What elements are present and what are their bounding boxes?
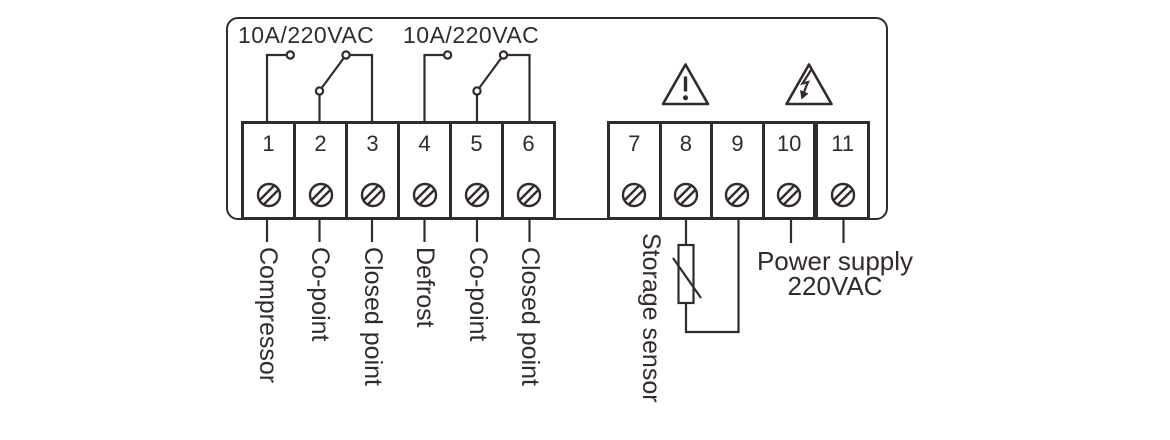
relay-rating-label: 10A/220VAC [238,22,375,48]
terminal-number: 6 [522,131,535,156]
terminal-label-co-point: Co-point [463,247,492,342]
terminal-cell-10: 10 [761,124,814,217]
screw-terminal-icon [412,182,437,208]
screw-terminal-icon [256,182,281,208]
terminal-cell-2: 2 [293,124,345,217]
relay-contact-icon [423,50,531,122]
controller-outline [226,17,888,220]
terminal-block-7-11: 7 8 9 10 11 [607,121,870,220]
terminal-block-1-6: 1 2 3 4 5 6 [241,121,556,220]
thermistor-icon [677,243,695,305]
terminal-cell-6: 6 [501,124,553,217]
terminal-cell-9: 9 [710,124,762,217]
terminal-label-closed-point: Closed point [358,247,387,386]
terminal-number: 5 [470,131,483,156]
terminal-cell-5: 5 [449,124,501,217]
terminal-number: 11 [831,131,855,156]
screw-terminal-icon [622,182,647,208]
terminal-label-closed-point: Closed point [516,247,544,386]
terminal-number: 9 [731,131,744,156]
terminal-cell-7: 7 [610,124,659,217]
high-voltage-icon [785,63,833,106]
terminal-wire-stubs [265,219,531,242]
power-supply-label: Power supply 220VAC [735,246,935,301]
screw-terminal-icon [776,182,802,208]
terminal-label-compressor: Compressor [253,247,282,384]
terminal-number: 3 [366,131,379,156]
terminal-number: 4 [418,131,431,156]
storage-sensor-label: Storage sensor [636,233,665,403]
relay-contact-icon [265,50,374,122]
screw-terminal-icon [830,182,855,208]
terminal-cell-11: 11 [813,124,867,217]
relay-rating-label: 10A/220VAC [403,22,540,48]
screw-terminal-icon [673,182,699,208]
terminal-cell-3: 3 [345,124,397,217]
terminal-cell-8: 8 [658,124,711,217]
screw-terminal-icon [308,182,333,208]
caution-icon [661,63,710,106]
storage-sensor-circuit [672,219,740,334]
screw-terminal-icon [360,182,385,208]
terminal-cell-1: 1 [244,124,293,217]
screw-terminal-icon [464,182,489,208]
power-wire-stubs [789,219,845,243]
terminal-number: 7 [628,131,641,156]
screw-terminal-icon [516,182,541,208]
power-supply-label-line1: Power supply [756,246,914,276]
terminal-number: 2 [314,131,327,156]
terminal-cell-4: 4 [397,124,449,217]
terminal-number: 1 [262,131,275,156]
terminal-number: 8 [679,131,693,156]
terminal-label-defrost: Defrost [411,247,439,328]
terminal-number: 10 [776,131,802,156]
terminal-label-co-point: Co-point [306,247,334,342]
power-supply-label-line2: 220VAC [787,271,883,301]
screw-terminal-icon [725,182,750,208]
